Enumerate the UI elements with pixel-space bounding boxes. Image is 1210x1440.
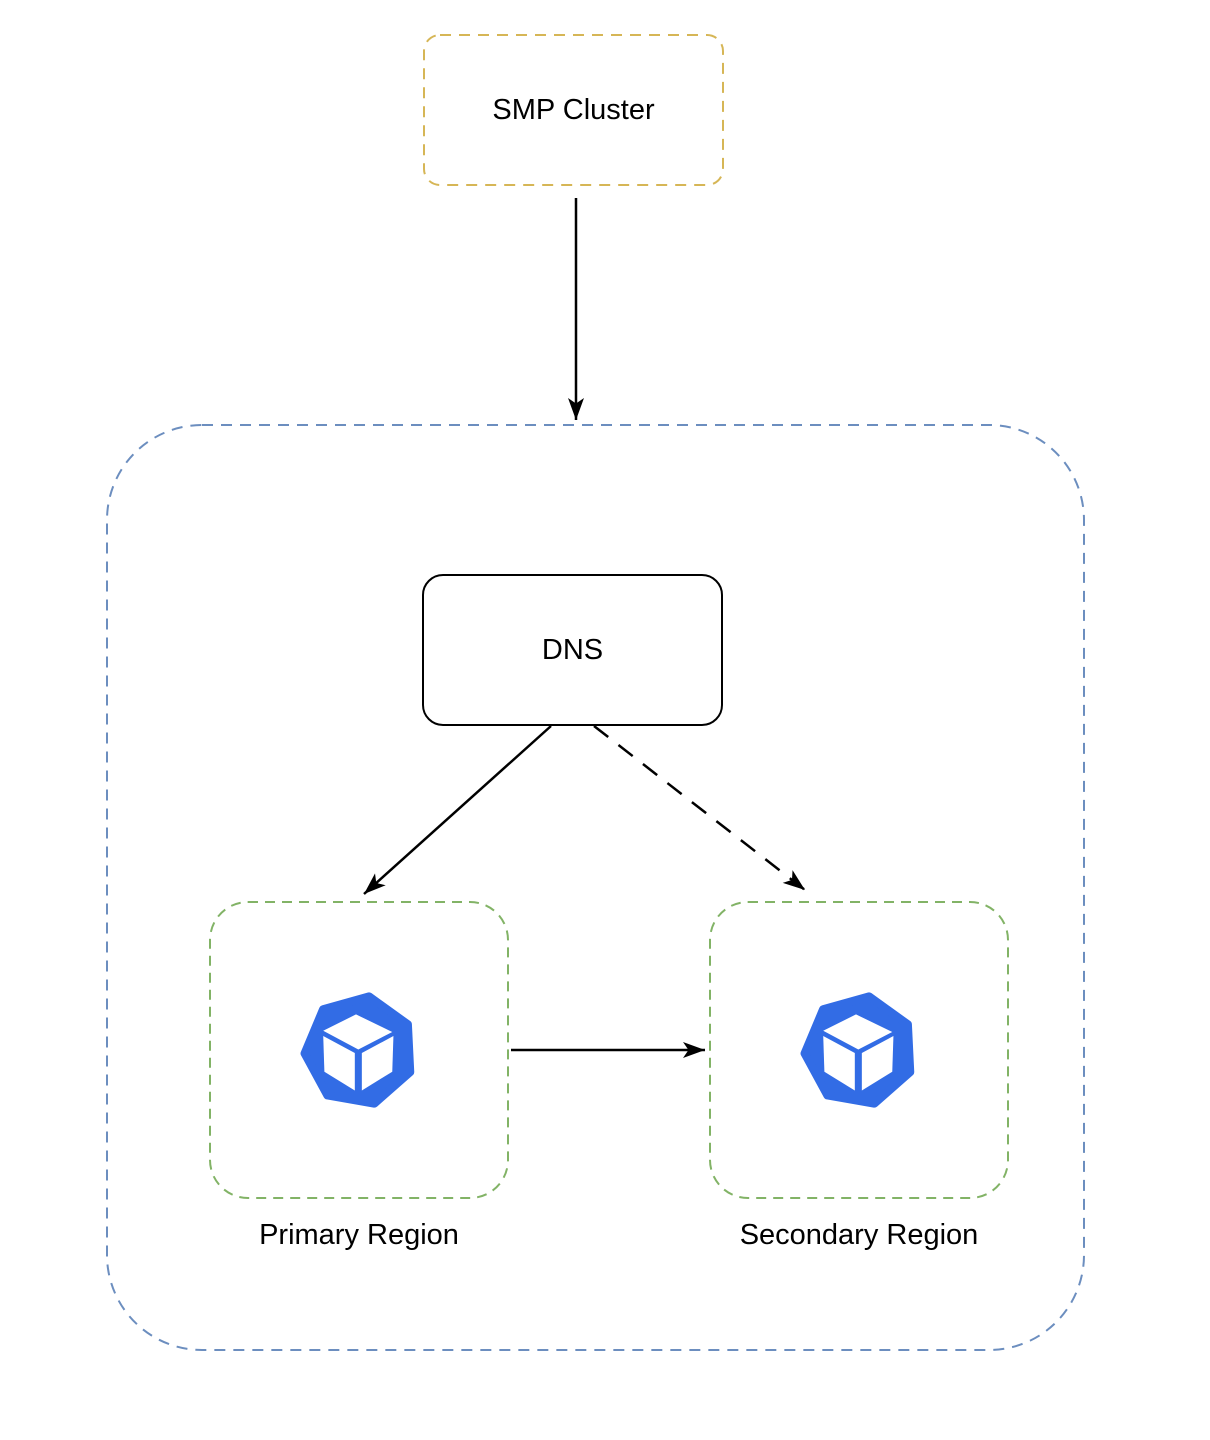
kubernetes-icon — [800, 992, 915, 1108]
kubernetes-icon — [300, 992, 415, 1108]
regions-container — [106, 424, 1085, 1351]
arrow-dns-to-primary — [363, 725, 552, 895]
smp-cluster-label: SMP Cluster — [492, 94, 655, 126]
dns-node — [422, 574, 723, 726]
secondary-region-label: Secondary Region — [739, 1219, 979, 1251]
smp-cluster-node — [423, 34, 724, 186]
arrow-dns-to-secondary-dashed — [593, 725, 806, 891]
primary-region-label: Primary Region — [259, 1219, 459, 1251]
dns-label: DNS — [541, 634, 604, 666]
